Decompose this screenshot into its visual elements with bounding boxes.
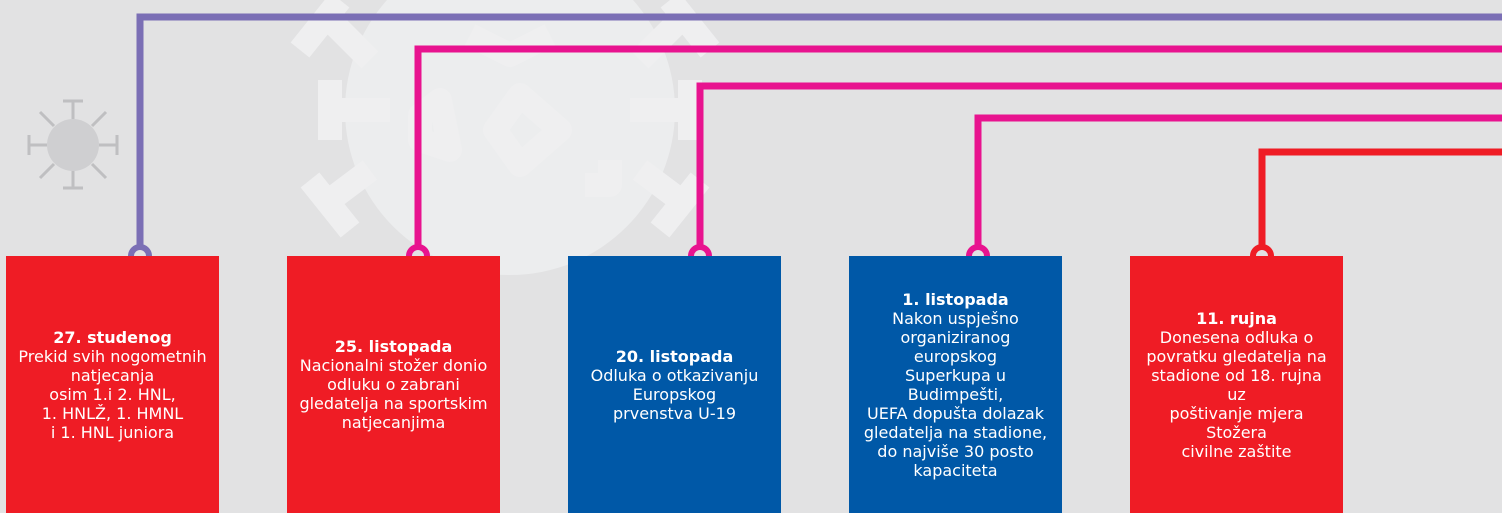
event-date: 20. listopada [615,346,734,366]
event-card: 1. listopada Nakon uspješno organizirano… [849,256,1062,513]
event-description: Prekid svih nogometnih natjecanja osim 1… [18,346,207,442]
event-card: 25. listopada Nacionalni stožer donio od… [287,256,500,513]
virus-icon [27,99,119,190]
event-description: Odluka o otkazivanju Europskog prvenstva… [590,365,759,423]
connector-line-3 [696,82,1502,250]
event-date: 11. rujna [1196,308,1277,328]
connector-line-5 [1258,148,1502,250]
event-description: Donesena odluka o povratku gledatelja na… [1146,327,1327,461]
event-date: 1. listopada [902,289,1009,309]
event-card: 27. studenog Prekid svih nogometnih natj… [6,256,219,513]
event-card: 11. rujna Donesena odluka o povratku gle… [1130,256,1343,513]
event-date: 27. studenog [53,327,172,347]
connector-line-4 [974,114,1502,250]
event-card: 20. listopada Odluka o otkazivanju Europ… [568,256,781,513]
virus-watermark-icon [290,0,720,275]
connector-line-1 [136,13,1502,250]
event-date: 25. listopada [334,337,453,356]
event-description: Nakon uspješno organiziranog europskog S… [863,308,1048,480]
event-description: Nacionalni stožer donio odluku o zabrani… [299,356,488,432]
connector-line-2 [414,45,1502,250]
